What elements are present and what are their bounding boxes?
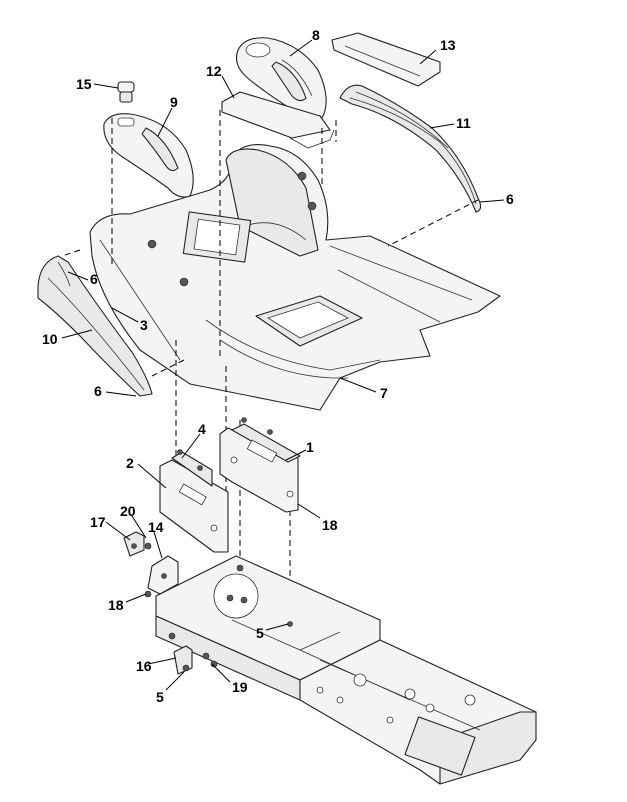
fender-body [89,144,501,411]
hardware-17-20 [123,531,152,557]
part-14-bracket [147,555,179,595]
callout-14: 14 [148,519,164,535]
callout-5-lower: 5 [156,689,164,705]
callout-17: 17 [90,514,106,530]
callout-16: 16 [136,658,152,674]
callout-3: 3 [140,317,148,333]
part-8-right-armrest [235,37,327,121]
part-2-bracket [159,449,229,553]
callout-7: 7 [380,385,388,401]
callout-15: 15 [76,76,92,92]
part-9-left-armrest [103,113,194,198]
callout-5-upper: 5 [256,625,264,641]
callout-4: 4 [198,421,206,437]
callout-18-lower: 18 [108,597,124,613]
part-1-bracket [219,417,301,513]
callout-19: 19 [232,679,248,695]
callout-6-left-upper: 6 [90,271,98,287]
part-15-knob [117,81,135,103]
callout-20: 20 [120,503,136,519]
leader-lines [61,39,505,691]
callout-6-right: 6 [506,191,514,207]
callout-9: 9 [170,94,178,110]
part-11-fender-liner [339,84,482,213]
frame-chassis [155,555,537,785]
callout-8: 8 [312,27,320,43]
callout-10: 10 [42,331,58,347]
callout-18-upper: 18 [322,517,338,533]
callout-1: 1 [306,439,314,455]
callout-2: 2 [126,455,134,471]
callout-11: 11 [456,115,471,131]
callout-13: 13 [440,37,456,53]
callout-12: 12 [206,63,222,79]
part-12-pad [221,91,335,149]
callout-6-left-lower: 6 [94,383,102,399]
part-13-pad [331,32,441,87]
